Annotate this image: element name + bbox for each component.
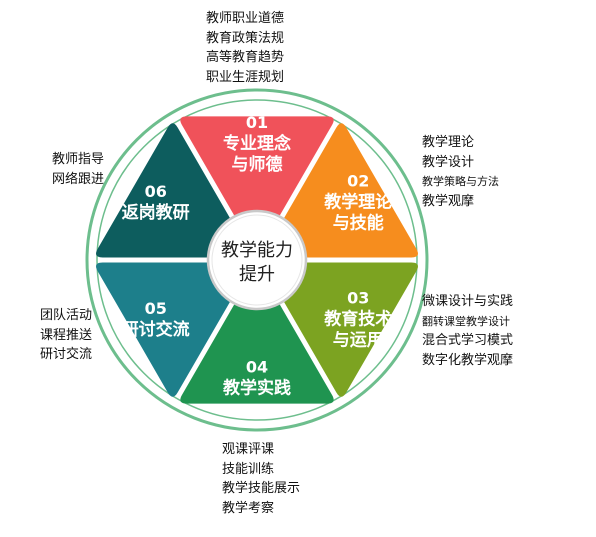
- list-item: 课程推送: [40, 327, 93, 343]
- segment-label: 研讨交流: [122, 319, 190, 340]
- list-item: 网络跟进: [52, 171, 105, 187]
- list-lower-right: 微课设计与实践 翻转课堂教学设计 混合式学习模式 数字化教学观摩: [422, 292, 513, 370]
- list-upper-right: 教学理论 教学设计 教学策略与方法 教学观摩: [422, 133, 499, 211]
- segment-label: 返岗教研: [122, 202, 190, 223]
- list-bottom: 观课评课 技能训练 教学技能展示 教学考察: [222, 440, 300, 518]
- segment-label: 与师德: [232, 154, 283, 175]
- segment-label: 专业理念: [223, 133, 291, 154]
- list-item: 数字化教学观摩: [422, 352, 514, 368]
- segment-label: 教学实践: [222, 378, 291, 399]
- list-item: 团队活动: [40, 308, 93, 323]
- list-item: 教学观摩: [422, 193, 475, 209]
- segment-number: 01: [246, 113, 268, 132]
- segment-label: 与技能: [333, 213, 384, 234]
- list-item: 教育政策法规: [206, 30, 285, 46]
- list-item: 教学理论: [422, 135, 475, 150]
- segments-layer: 01专业理念与师德02教学理论与技能03教育技术与运用04教学实践05研讨交流0…: [96, 113, 418, 404]
- segment-label: 教育技术: [323, 309, 392, 330]
- segment-number: 02: [347, 172, 369, 191]
- segment-shape: [180, 269, 334, 404]
- list-item: 技能训练: [222, 461, 275, 477]
- list-item: 混合式学习模式: [422, 333, 514, 348]
- list-item: 教师职业道德: [206, 11, 285, 26]
- list-item: 高等教育趋势: [206, 50, 285, 65]
- center-inner-circle: [211, 214, 303, 306]
- list-upper-left: 教师指导 网络跟进: [52, 150, 104, 189]
- segment-number: 03: [347, 289, 369, 308]
- list-item: 翻转课堂教学设计: [422, 314, 510, 328]
- segment-shape: [96, 123, 250, 258]
- list-item: 教学考察: [222, 500, 275, 516]
- segment-number: 06: [145, 182, 167, 201]
- outer-ring: [85, 88, 429, 432]
- center-label-line1: 教学能力: [221, 240, 293, 261]
- list-item: 教学技能展示: [222, 481, 301, 496]
- list-item: 观课评课: [222, 442, 275, 457]
- list-lower-left: 团队活动 课程推送 研讨交流: [40, 306, 92, 365]
- segment-shape: [180, 116, 334, 251]
- inner-ring: [96, 99, 418, 421]
- list-top: 教师职业道德 教育政策法规 高等教育趋势 职业生涯规划: [206, 9, 284, 87]
- list-item: 研讨交流: [40, 347, 93, 362]
- segment-shape: [96, 262, 250, 397]
- segment-shape: [264, 123, 418, 258]
- list-item: 教学设计: [422, 154, 475, 170]
- segment-label: 教学理论: [323, 192, 393, 213]
- segment-number: 04: [246, 358, 268, 377]
- segment-number: 05: [145, 299, 167, 318]
- list-item: 教师指导: [52, 152, 105, 167]
- center-label-line2: 提升: [239, 264, 275, 285]
- segment-label: 与运用: [333, 331, 384, 351]
- list-item: 职业生涯规划: [206, 69, 285, 85]
- list-item: 教学策略与方法: [422, 175, 499, 188]
- segment-shape: [264, 262, 418, 397]
- list-item: 微课设计与实践: [422, 294, 514, 309]
